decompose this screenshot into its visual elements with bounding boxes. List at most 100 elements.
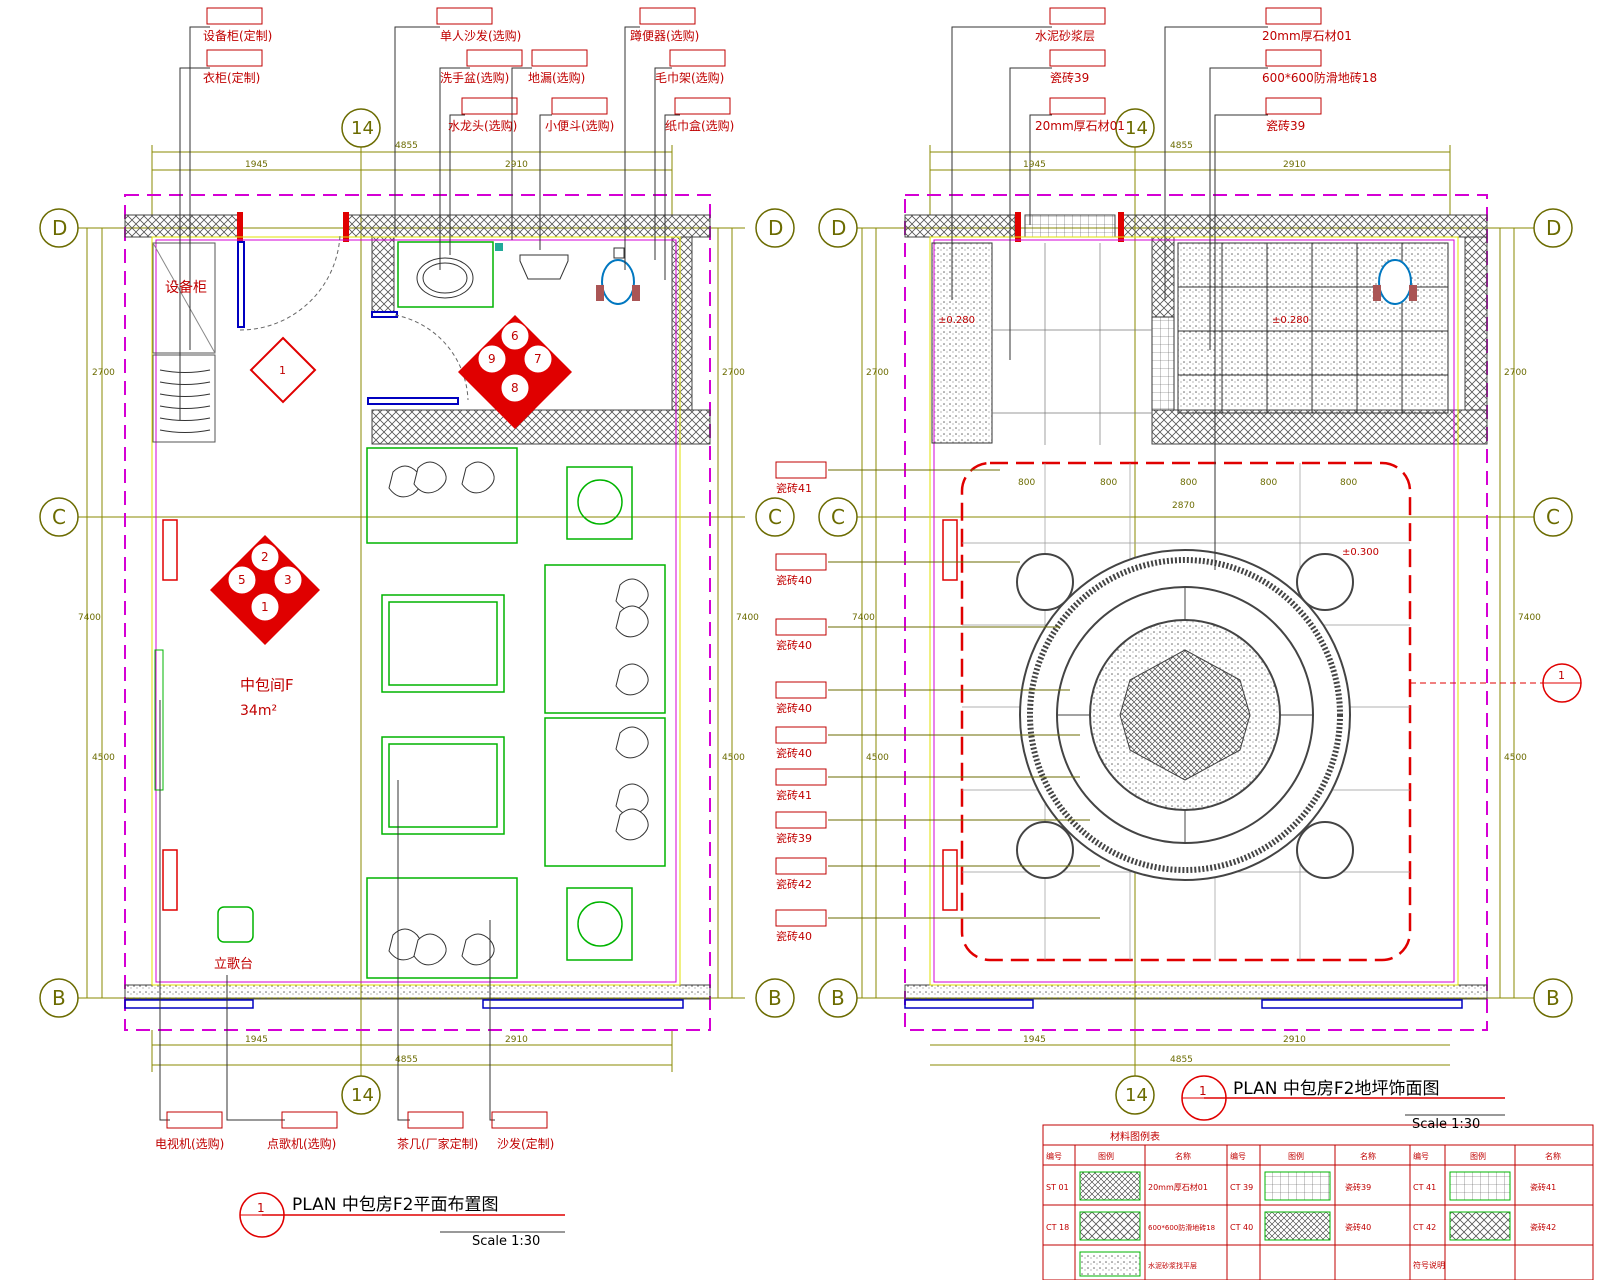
axis-14-top: 14: [351, 118, 374, 139]
legend-r0c0: ST 01: [1046, 1183, 1069, 1192]
label-coffee-table: 茶几(厂家定制): [397, 1136, 478, 1151]
axis-b-right: B: [768, 986, 782, 1010]
elevation-3: ±0.300: [1342, 547, 1379, 558]
legend-r1c1: 600*600防滑地砖18: [1148, 1223, 1215, 1232]
r-dim-grid-4: 800: [1260, 478, 1277, 488]
r-dim-total-height: 7400: [852, 613, 875, 623]
index-mark-2: 2: [261, 550, 269, 564]
r-dim-grid-1: 800: [1018, 478, 1035, 488]
r-axis-d-right: D: [1546, 216, 1561, 240]
callout-7: 瓷砖42: [776, 877, 812, 891]
right-index-no: 1: [1199, 1084, 1207, 1098]
label-equipment-cabinet-top: 设备柜(定制): [203, 28, 272, 43]
label-tile39-a: 瓷砖39: [1050, 70, 1089, 85]
r-axis-b-left: B: [831, 986, 845, 1010]
dim-top-height-right: 2700: [722, 368, 745, 378]
index-mark-9: 9: [488, 352, 496, 366]
callout-8: 瓷砖40: [776, 929, 812, 943]
index-mark-1: 1: [279, 364, 286, 377]
legend-r1c2: CT 40: [1230, 1223, 1253, 1232]
r-axis-c-left: C: [831, 505, 845, 529]
r-dim-right-width: 2910: [1283, 160, 1306, 170]
r-axis-14-top: 14: [1125, 118, 1148, 139]
index-mark-1b: 1: [261, 600, 269, 614]
r-dim-grid-3: 800: [1180, 478, 1197, 488]
label-tv: 电视机(选购): [155, 1136, 224, 1151]
legend-h0: 编号: [1046, 1151, 1062, 1161]
callout-4: 瓷砖40: [776, 746, 812, 760]
axis-d-left: D: [52, 216, 67, 240]
label-cement-mortar: 水泥砂浆层: [1035, 28, 1095, 43]
label-tile39-b: 瓷砖39: [1266, 118, 1305, 133]
r-dim-left-width: 1945: [1023, 160, 1046, 170]
axis-c-right: C: [768, 505, 782, 529]
legend-r1c3: 瓷砖40: [1345, 1222, 1371, 1232]
dim-total-height: 7400: [78, 613, 101, 623]
elevation-1: ±0.280: [938, 315, 975, 326]
dim-left-width: 1945: [245, 160, 268, 170]
legend-h4: 图例: [1288, 1151, 1304, 1161]
r-dim-top-height: 2700: [866, 368, 889, 378]
dim-left-width-bottom: 1945: [245, 1035, 268, 1045]
legend-h7: 图例: [1470, 1151, 1486, 1161]
label-wardrobe: 衣柜(定制): [203, 70, 260, 85]
legend-r1c5: 瓷砖42: [1530, 1222, 1556, 1232]
r-dim-circle: 2870: [1172, 501, 1195, 511]
dim-total-width-bottom: 4855: [395, 1055, 418, 1065]
index-mark-8: 8: [511, 381, 519, 395]
label-urinal: 小便斗(选购): [545, 118, 614, 133]
legend-h1: 图例: [1098, 1151, 1114, 1161]
section-mark-no: 1: [1558, 669, 1565, 682]
r-dim-left-width-bottom: 1945: [1023, 1035, 1046, 1045]
label-stone-20mm-left: 20mm厚石材01: [1035, 119, 1125, 133]
index-mark-5: 5: [238, 573, 246, 587]
callout-3: 瓷砖40: [776, 701, 812, 715]
dim-top-height: 2700: [92, 368, 115, 378]
room-name: 中包间F: [240, 676, 294, 694]
label-karaoke-stand: 立歌台: [214, 957, 253, 972]
legend-r2c1: 水泥砂浆找平层: [1148, 1261, 1197, 1270]
legend-h8: 名称: [1545, 1151, 1561, 1161]
legend-r0c5: 瓷砖41: [1530, 1182, 1556, 1192]
left-plan-title: PLAN 中包房F2平面布置图: [292, 1195, 498, 1215]
legend-r0c3: 瓷砖39: [1345, 1182, 1371, 1192]
left-plan: [39, 7, 795, 1238]
dim-right-width: 2910: [505, 160, 528, 170]
elevation-2: ±0.280: [1272, 315, 1309, 326]
legend-r1c0: CT 18: [1046, 1223, 1069, 1232]
label-equipment-cabinet: 设备柜: [165, 279, 207, 296]
index-mark-7: 7: [534, 352, 542, 366]
label-stone-20mm-top: 20mm厚石材01: [1262, 29, 1352, 43]
callout-0: 瓷砖41: [776, 481, 812, 495]
callout-6: 瓷砖39: [776, 831, 812, 845]
legend-r1c4: CT 42: [1413, 1223, 1436, 1232]
callout-5: 瓷砖41: [776, 788, 812, 802]
r-dim-total-width-bottom: 4855: [1170, 1055, 1193, 1065]
r-axis-14-bottom: 14: [1125, 1085, 1148, 1106]
dim-right-width-bottom: 2910: [505, 1035, 528, 1045]
callout-1: 瓷砖40: [776, 573, 812, 587]
dim-total-width: 4855: [395, 141, 418, 151]
index-mark-3: 3: [284, 573, 292, 587]
left-index-no: 1: [257, 1201, 265, 1215]
left-plan-scale: Scale 1:30: [472, 1234, 540, 1249]
r-dim-total-height-right: 7400: [1518, 613, 1541, 623]
right-plan-scale: Scale 1:30: [1412, 1117, 1480, 1132]
label-tissue-box: 纸巾盒(选购): [665, 118, 734, 133]
legend-r2c4: 符号说明: [1413, 1260, 1445, 1270]
axis-d-right: D: [768, 216, 783, 240]
callout-2: 瓷砖40: [776, 638, 812, 652]
label-floor-drain: 地漏(选购): [528, 70, 585, 85]
right-plan: [775, 7, 1594, 1280]
legend-h2: 名称: [1175, 1151, 1191, 1161]
legend-r0c2: CT 39: [1230, 1183, 1253, 1192]
index-mark-6: 6: [511, 329, 519, 343]
legend-title: 材料图例表: [1110, 1130, 1160, 1143]
r-axis-b-right: B: [1546, 986, 1560, 1010]
label-wash-basin: 洗手盆(选购): [440, 70, 509, 85]
label-floor-tile18: 600*600防滑地砖18: [1262, 70, 1377, 85]
legend-h3: 编号: [1230, 1151, 1246, 1161]
r-dim-bottom-height-right: 4500: [1504, 753, 1527, 763]
legend-h5: 名称: [1360, 1151, 1376, 1161]
